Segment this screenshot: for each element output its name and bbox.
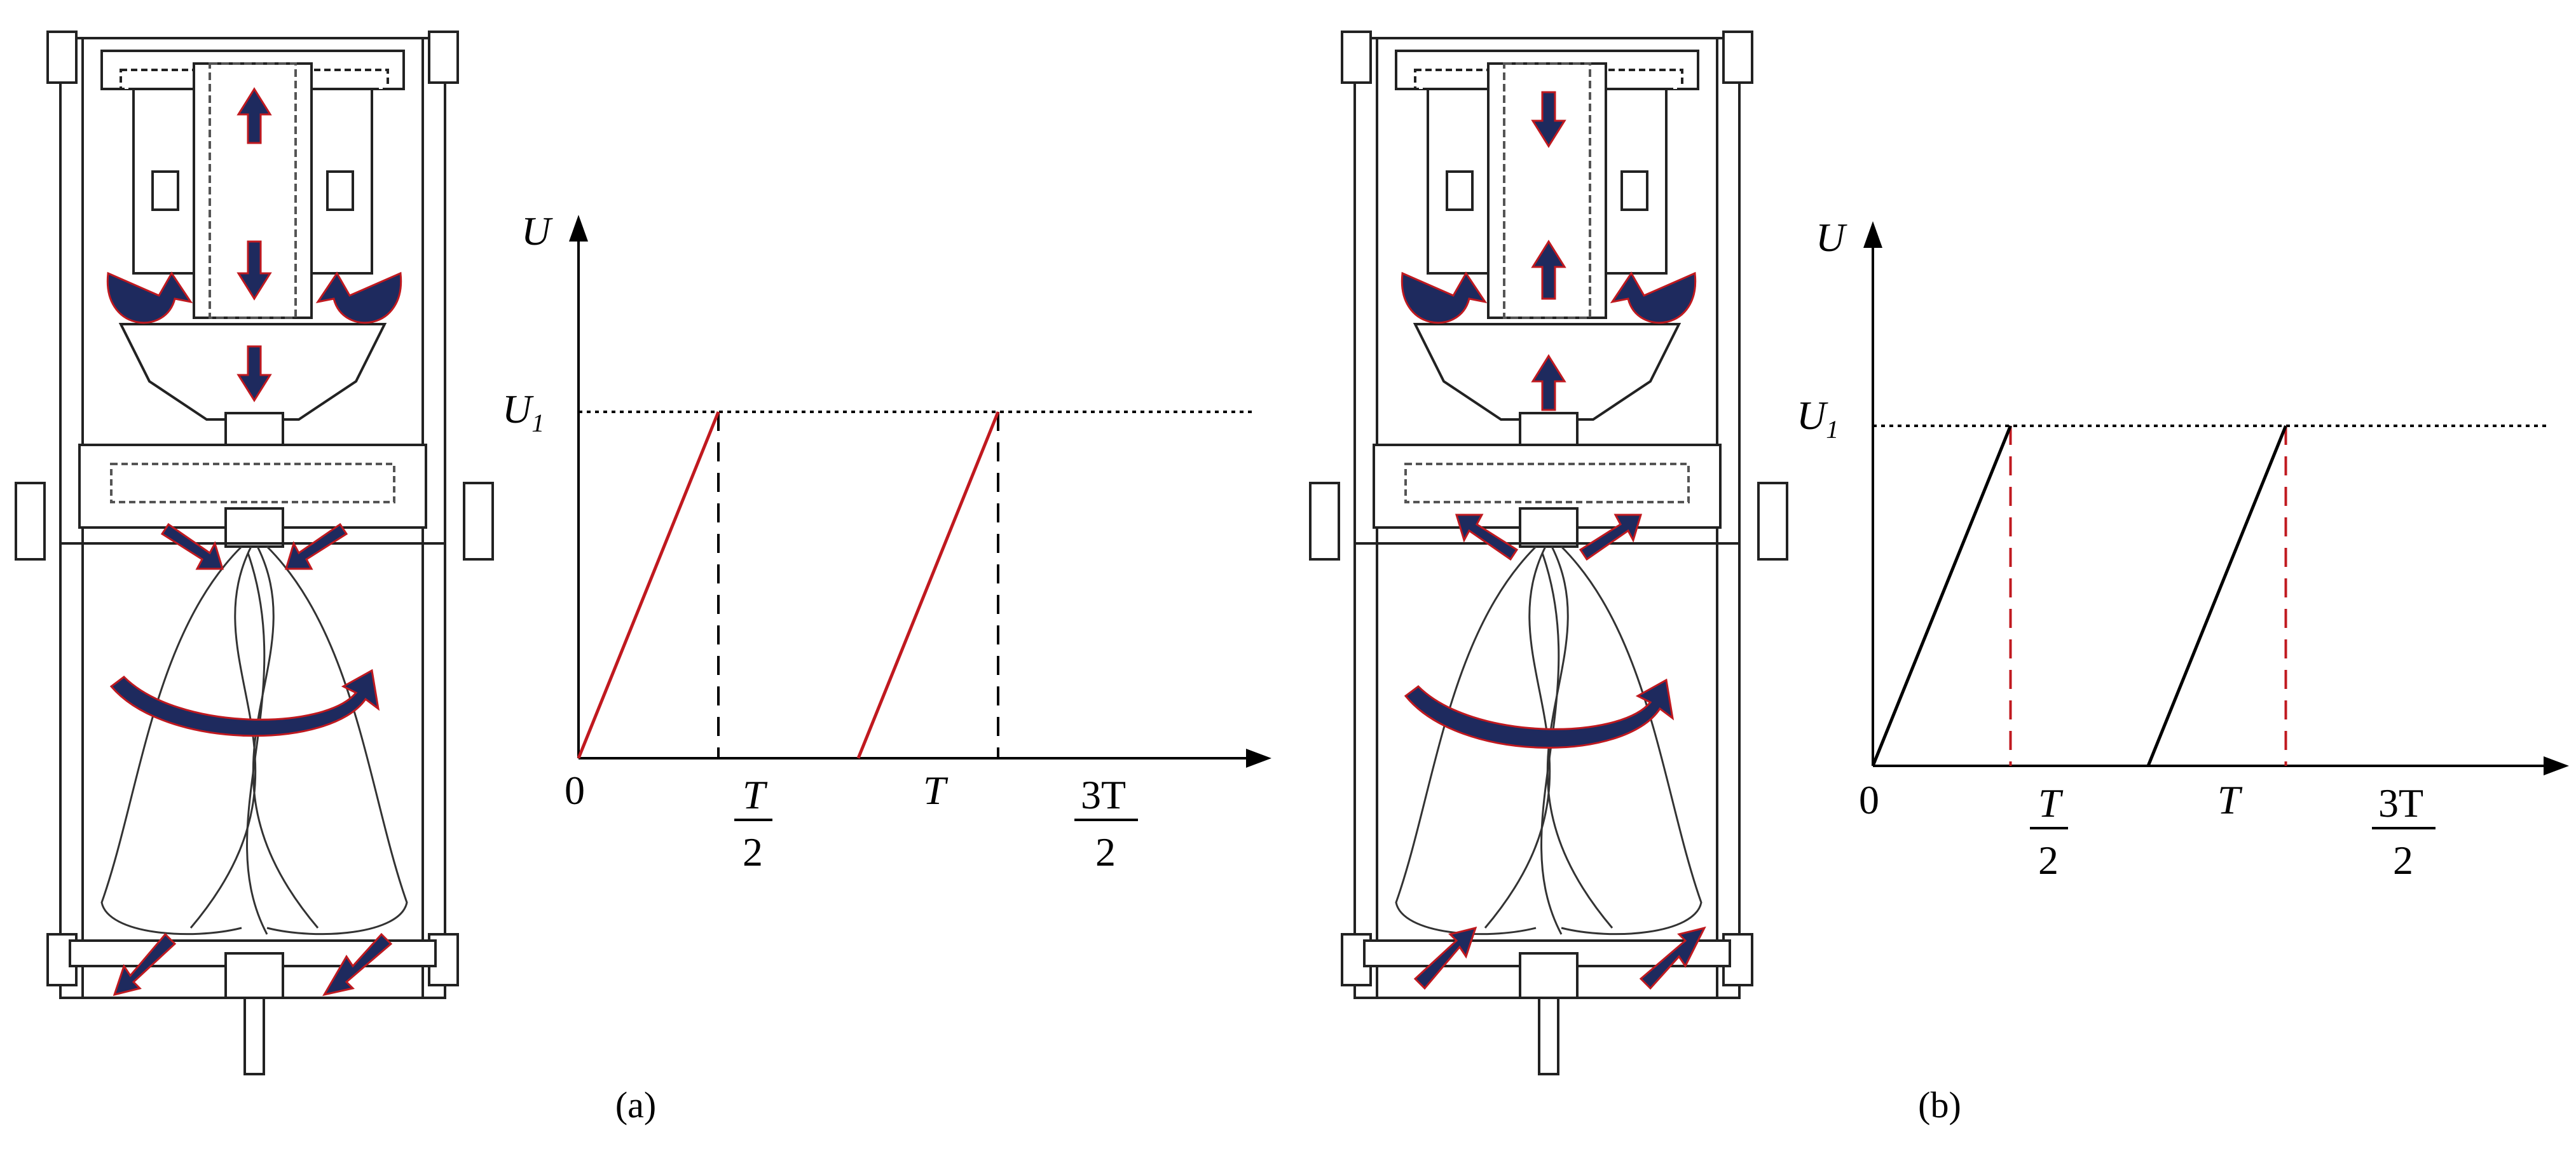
voltage-chart-a: U U1 0 T 2 T 3T 2 xyxy=(502,208,1271,875)
y-axis-arrow-a xyxy=(569,215,588,242)
x-tick-t-half-den-b: 2 xyxy=(2038,838,2059,883)
x-axis-arrow-b xyxy=(2544,756,2569,775)
ramp-segment-b-1 xyxy=(2146,425,2287,766)
chart-axes-a xyxy=(569,215,1271,768)
x-tick-3t-half-den-b: 2 xyxy=(2393,838,2413,883)
pump-mechanism-b xyxy=(1309,31,1788,1075)
y-axis-arrow-b xyxy=(1863,221,1882,248)
x-tick-3t-half-num-a: 3T xyxy=(1081,772,1126,817)
x-tick-0-a: 0 xyxy=(565,768,585,813)
panel-a: U U1 0 T 2 T 3T 2 (a) xyxy=(15,31,1271,1126)
x-tick-0-b: 0 xyxy=(1859,777,1879,822)
x-tick-3t-half-a: 3T 2 xyxy=(1074,772,1138,875)
x-tick-t-b: T xyxy=(2217,777,2243,822)
y-tick-u1-a: U1 xyxy=(502,386,544,437)
caption-b: (b) xyxy=(1918,1084,1961,1126)
voltage-chart-b: U U1 0 T 2 T 3T 2 xyxy=(1797,215,2569,883)
ramp-segment-b-0 xyxy=(1871,425,2012,766)
x-tick-t-half-num-a: T xyxy=(743,772,768,817)
caption-a: (a) xyxy=(615,1084,657,1126)
x-tick-t-a: T xyxy=(923,768,949,813)
y-tick-u1-b: U1 xyxy=(1797,393,1839,444)
chart-marks-a xyxy=(577,411,1252,759)
x-tick-t-half-a: T 2 xyxy=(734,772,772,875)
chart-marks-b xyxy=(1871,425,2550,766)
flow-arrows-a xyxy=(106,87,402,997)
helical-impeller xyxy=(1395,545,1702,936)
x-tick-3t-half-b: 3T 2 xyxy=(2372,780,2436,883)
panel-b: U U1 0 T 2 T 3T 2 (b) xyxy=(1288,0,2576,1158)
x-tick-t-half-den-a: 2 xyxy=(743,829,763,875)
y-axis-label-a: U xyxy=(521,208,553,254)
x-tick-3t-half-den-a: 2 xyxy=(1095,829,1116,875)
y-axis-label-b: U xyxy=(1816,215,1847,260)
chart-axes-b xyxy=(1863,221,2569,775)
flow-arrows-b xyxy=(1401,91,1706,990)
x-tick-t-half-num-b: T xyxy=(2038,780,2064,826)
ramp-segment-a-0 xyxy=(577,411,720,759)
pump-frame xyxy=(15,31,494,1075)
pump-mechanism-a xyxy=(15,31,494,1075)
x-tick-t-half-b: T 2 xyxy=(2030,780,2068,883)
x-tick-3t-half-num-b: 3T xyxy=(2378,780,2423,826)
x-axis-arrow-a xyxy=(1246,749,1271,768)
pump-frame xyxy=(1309,31,1788,1075)
ramp-segment-a-1 xyxy=(856,411,1000,759)
